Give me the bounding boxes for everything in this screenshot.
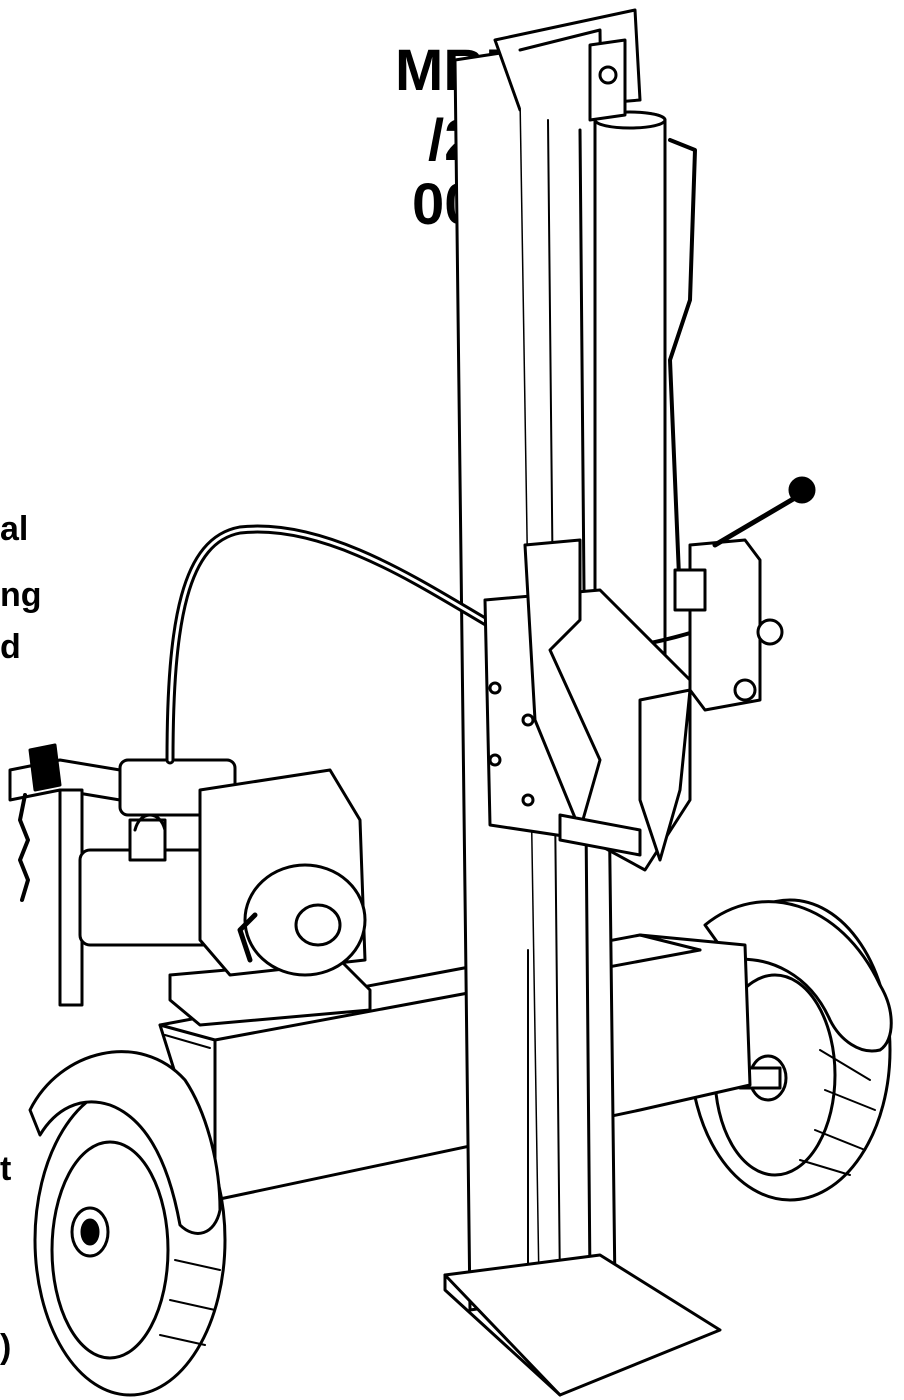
splitting-wedge: [483, 538, 692, 872]
side-text-fragment-3: d: [0, 628, 21, 666]
side-text-fragment-5: ): [0, 1328, 12, 1366]
hitch-tongue: [8, 743, 122, 1007]
base-plate: [443, 1253, 722, 1397]
front-wheel: [28, 1050, 227, 1397]
side-text-fragment-1: al: [0, 510, 29, 548]
control-valve: [673, 476, 816, 712]
engine: [78, 758, 372, 1027]
side-text-fragment-4: t: [0, 1150, 12, 1188]
side-text-fragment-2: ng: [0, 576, 42, 614]
